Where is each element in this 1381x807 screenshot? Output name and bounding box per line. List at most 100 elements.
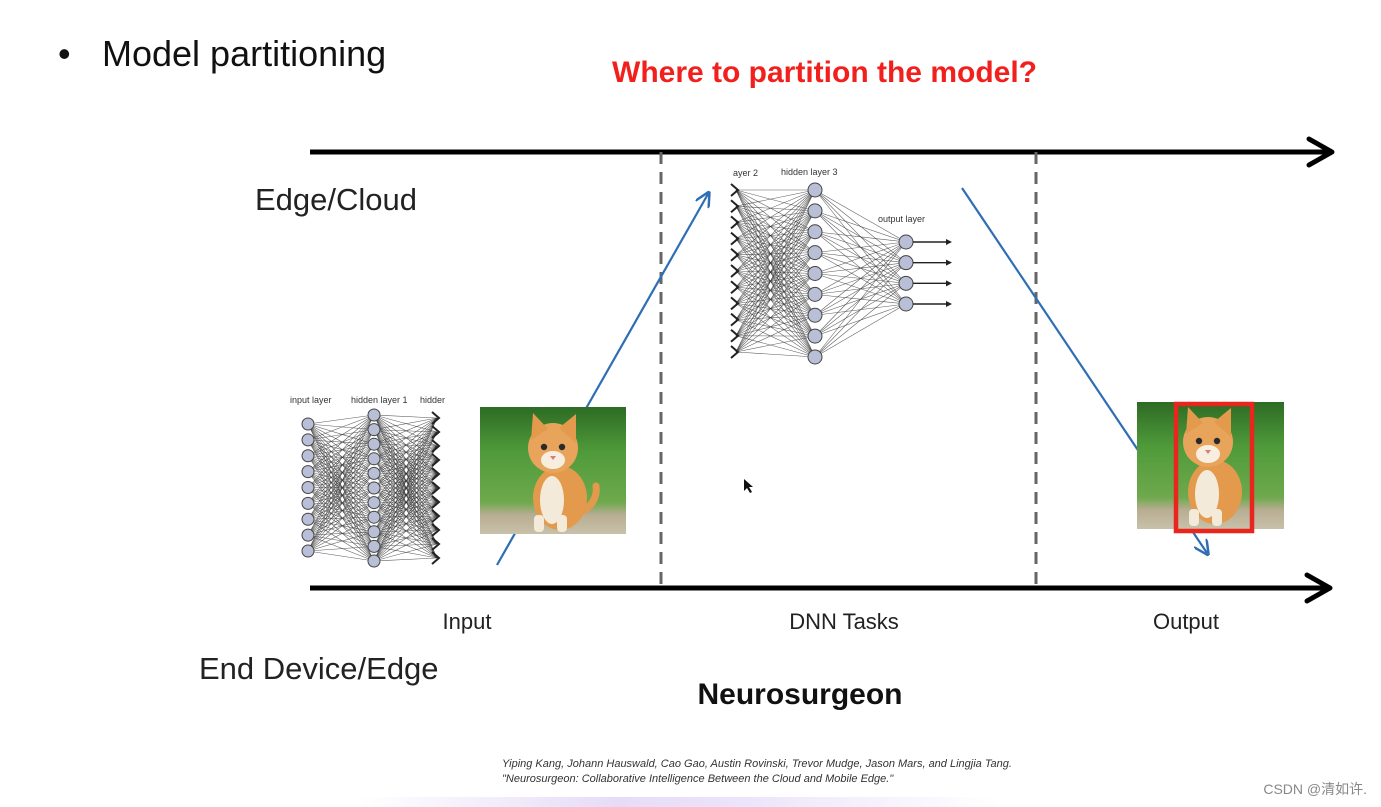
nn-node <box>301 528 315 542</box>
nn-connection <box>373 487 438 517</box>
nn-connection <box>373 458 438 503</box>
nn-connection <box>307 414 375 488</box>
nn-connection <box>307 487 375 518</box>
nn-device-label-hidden2: hidder <box>420 395 445 405</box>
nn-arrow-node <box>431 481 441 495</box>
nn-connection <box>373 417 438 562</box>
mouse-cursor-icon <box>744 479 753 493</box>
nn-connection <box>373 473 438 489</box>
nn-connection <box>373 417 438 547</box>
end-device-axis <box>310 572 1333 604</box>
nn-connection <box>735 231 816 304</box>
nn-connection <box>735 222 816 253</box>
nn-connection <box>735 252 816 336</box>
nn-connection <box>735 206 816 316</box>
nn-connection <box>307 439 375 445</box>
nn-connection <box>735 270 816 337</box>
nn-arrow-node <box>730 231 740 246</box>
nn-connection <box>735 189 816 353</box>
nn-connection <box>373 531 438 545</box>
nn-connection <box>373 429 438 433</box>
nn-connection <box>307 439 375 489</box>
nn-connection <box>735 231 816 256</box>
nn-connection <box>307 487 375 520</box>
nn-connection <box>373 502 438 545</box>
nn-connection <box>373 487 438 503</box>
stage-label-input: Input <box>442 609 492 634</box>
nn-connection <box>735 254 816 316</box>
nn-connection <box>735 270 816 295</box>
nn-node <box>367 437 381 451</box>
cloud-neural-network <box>730 182 952 365</box>
nn-connection <box>735 319 816 337</box>
nn-node <box>898 296 914 312</box>
nn-arrow-node <box>431 425 441 439</box>
nn-connection <box>307 519 375 562</box>
nn-connection <box>307 502 375 552</box>
nn-connection <box>735 286 816 337</box>
nn-connection <box>307 487 375 562</box>
nn-connection <box>307 429 375 457</box>
nn-connection <box>373 557 438 562</box>
nn-arrow-node <box>730 312 740 327</box>
nn-connection <box>307 439 375 532</box>
nn-connection <box>735 189 816 272</box>
nn-connection <box>307 487 375 489</box>
nn-connection <box>373 458 438 475</box>
nn-connection <box>735 303 816 316</box>
nn-node <box>807 203 823 219</box>
nn-node <box>807 266 823 281</box>
nn-connection <box>307 458 375 536</box>
nn-connection <box>735 189 816 320</box>
nn-connection <box>307 423 375 489</box>
nn-node <box>367 525 381 539</box>
nn-connection <box>307 414 375 504</box>
nn-connection <box>735 189 816 239</box>
nn-connection <box>373 502 438 517</box>
nn-connection <box>735 205 816 253</box>
nn-connection <box>735 210 816 223</box>
nn-node <box>301 544 315 558</box>
nn-cloud-label-layer2: ayer 2 <box>733 168 758 178</box>
nn-connection <box>307 503 375 533</box>
nn-connection <box>735 270 816 316</box>
nn-node <box>367 481 381 495</box>
nn-connection <box>735 286 816 316</box>
nn-connection <box>307 414 375 520</box>
nn-connection <box>307 458 375 504</box>
nn-connection <box>373 531 438 559</box>
nn-connection <box>735 222 816 233</box>
nn-arrow-node <box>730 296 740 311</box>
nn-connection <box>735 254 816 358</box>
nn-node <box>807 307 823 323</box>
nn-connection <box>373 459 438 562</box>
nn-connection <box>373 443 438 475</box>
bottom-highlight-strip <box>360 797 1000 807</box>
nn-node <box>807 182 823 198</box>
nn-connection <box>373 414 438 419</box>
nn-node <box>367 423 381 437</box>
nn-connection <box>735 238 816 253</box>
nn-connection <box>307 534 375 562</box>
nn-connection <box>307 455 375 532</box>
nn-connection <box>307 429 375 441</box>
nn-connection <box>307 414 375 456</box>
nn-node <box>367 452 381 466</box>
nn-connection <box>307 423 375 503</box>
nn-connection <box>735 189 816 304</box>
nn-connection <box>735 335 816 353</box>
nn-connection <box>735 252 816 304</box>
nn-connection <box>307 546 375 552</box>
nn-connection <box>307 487 375 536</box>
nn-connection <box>373 473 438 562</box>
nn-connection <box>373 473 438 503</box>
nn-connection <box>373 417 438 532</box>
nn-connection <box>814 241 907 316</box>
nn-connection <box>307 455 375 518</box>
nn-connection <box>373 516 438 531</box>
nn-connection <box>735 210 816 320</box>
nn-connection <box>307 471 375 489</box>
nn-connection <box>307 473 375 552</box>
nn-node <box>807 349 823 365</box>
